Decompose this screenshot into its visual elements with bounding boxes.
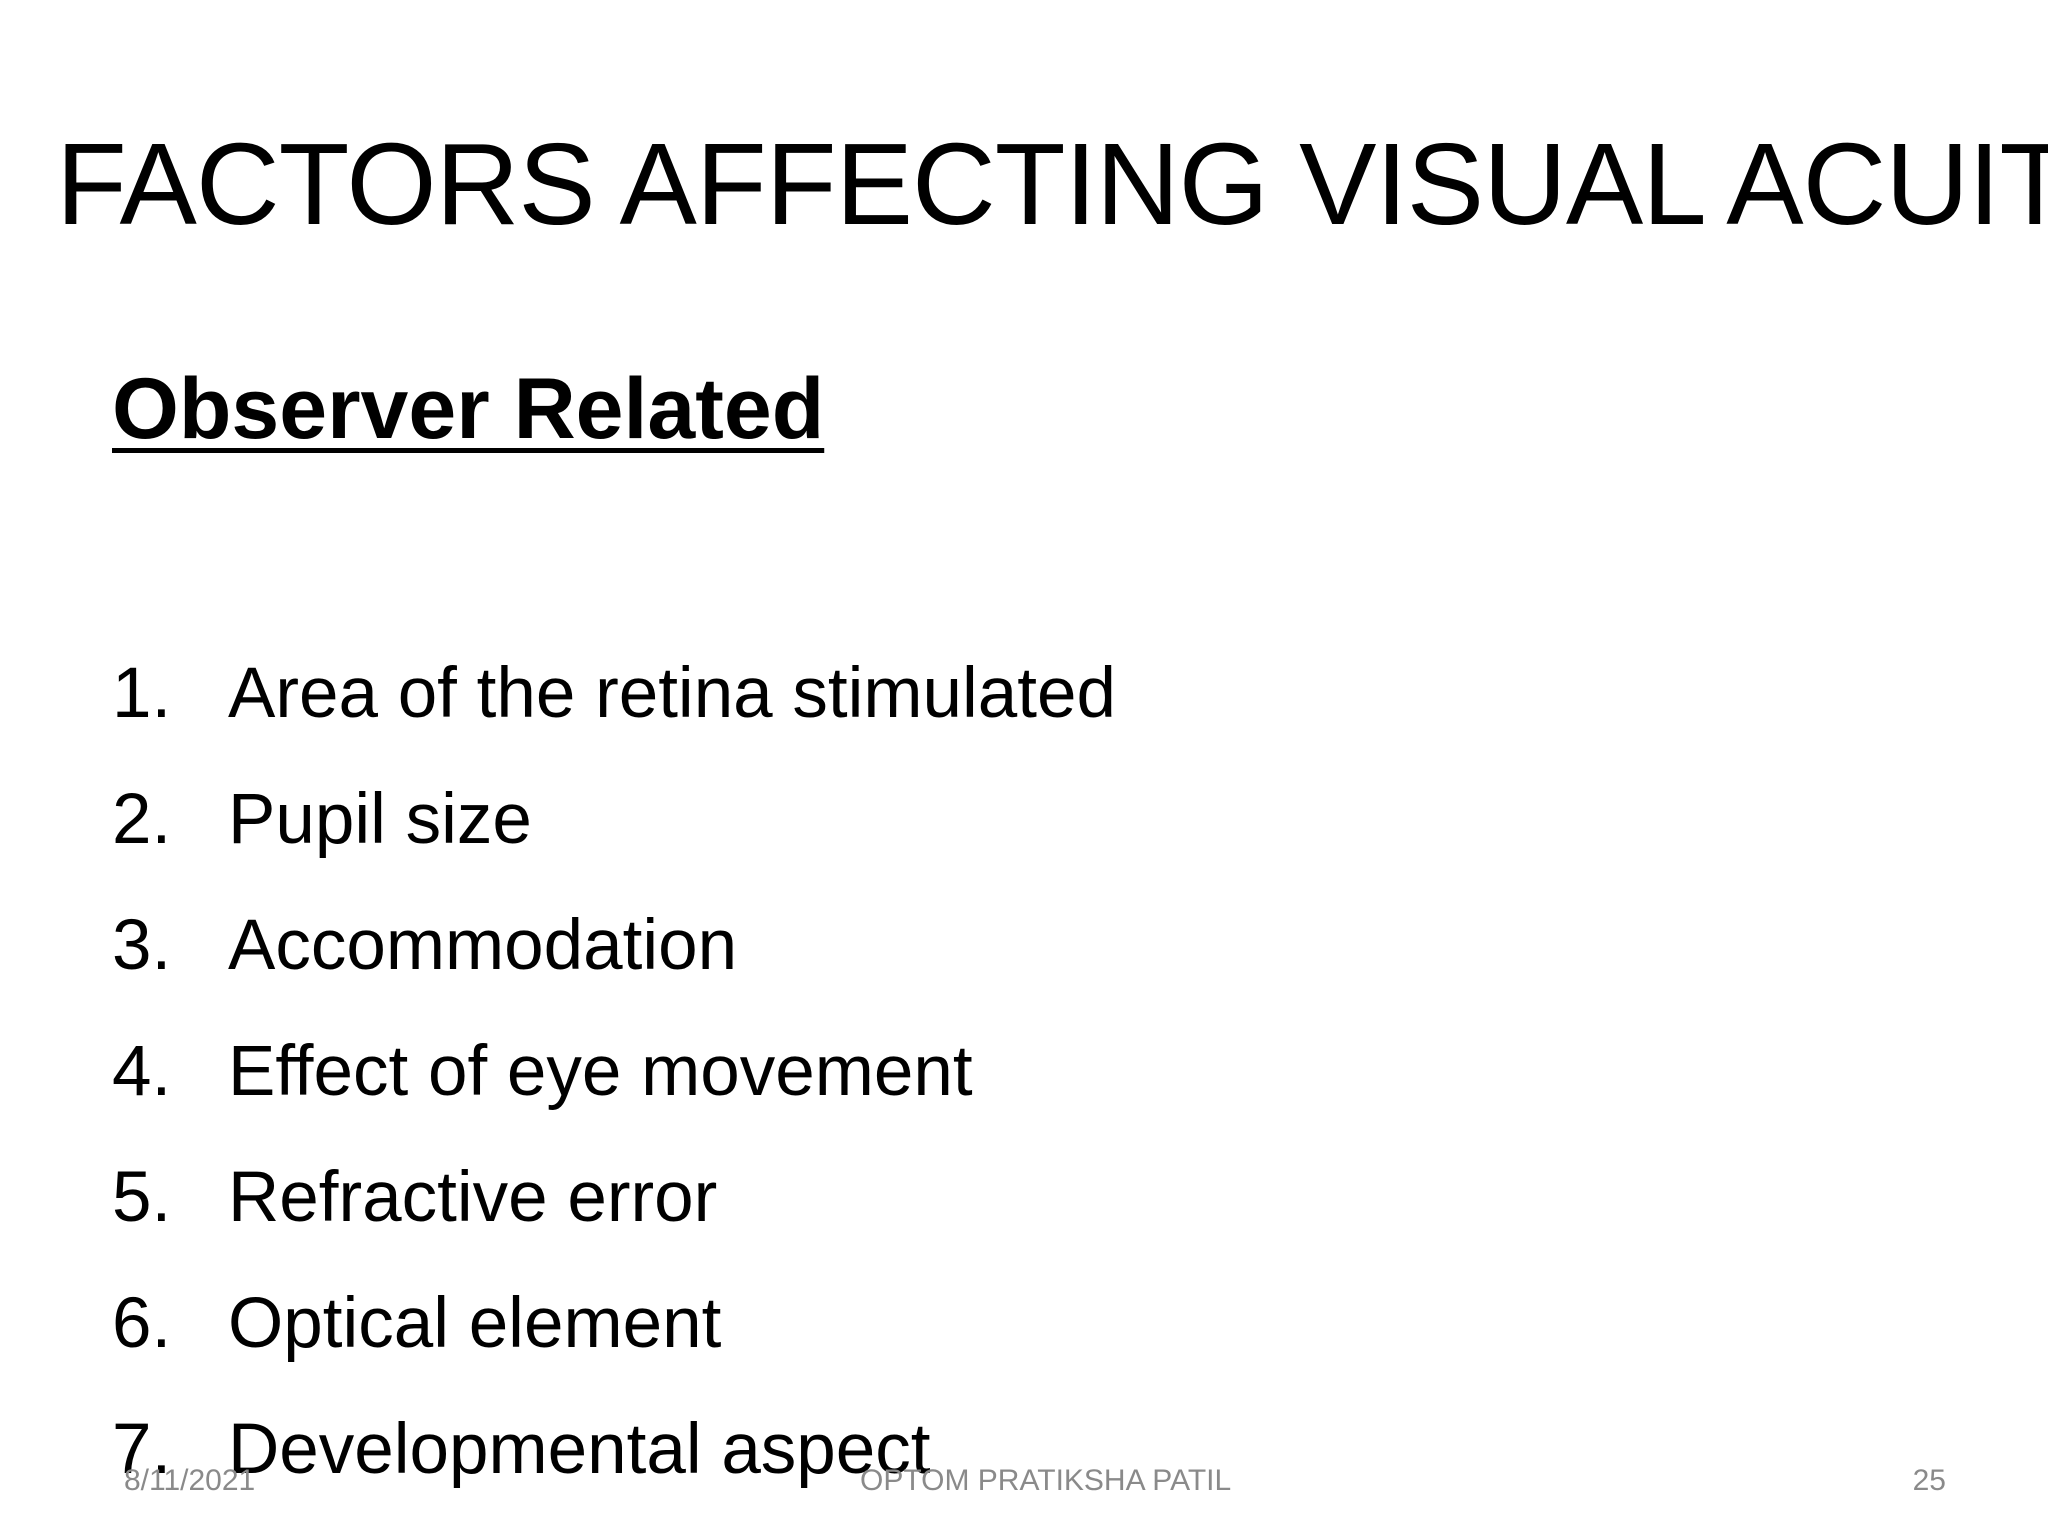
list-item-number: 1. <box>112 653 172 733</box>
footer-author: OPTOM PRATIKSHA PATIL <box>860 1464 1232 1497</box>
list-item-number: 2. <box>112 779 172 859</box>
list-item-text: Optical element <box>228 1283 722 1363</box>
list-item: 1. Area of the retina stimulated <box>112 630 1116 756</box>
factor-list: 1. Area of the retina stimulated 2. Pupi… <box>112 630 1116 1512</box>
footer-date: 8/11/2021 <box>124 1464 256 1497</box>
list-item-text: Developmental aspect <box>228 1409 931 1489</box>
list-item-text: Accommodation <box>228 905 738 985</box>
list-item: 4. Effect of eye movement <box>112 1008 1116 1134</box>
slide-title: FACTORS AFFECTING VISUAL ACUITY <box>56 119 2048 249</box>
list-item-number: 7. <box>112 1409 172 1489</box>
section-heading: Observer Related <box>112 361 825 457</box>
list-item: 5. Refractive error <box>112 1134 1116 1260</box>
list-item-text: Effect of eye movement <box>228 1031 973 1111</box>
list-item: 7. Developmental aspect <box>112 1386 1116 1512</box>
list-item-text: Pupil size <box>228 779 532 859</box>
list-item-text: Area of the retina stimulated <box>228 653 1116 733</box>
list-item-number: 3. <box>112 905 172 985</box>
list-item: 2. Pupil size <box>112 756 1116 882</box>
footer-page-number: 25 <box>1912 1464 1946 1497</box>
list-item-text: Refractive error <box>228 1157 718 1237</box>
list-item-number: 5. <box>112 1157 172 1237</box>
list-item-number: 4. <box>112 1031 172 1111</box>
list-item: 3. Accommodation <box>112 882 1116 1008</box>
list-item: 6. Optical element <box>112 1260 1116 1386</box>
list-item-number: 6. <box>112 1283 172 1363</box>
